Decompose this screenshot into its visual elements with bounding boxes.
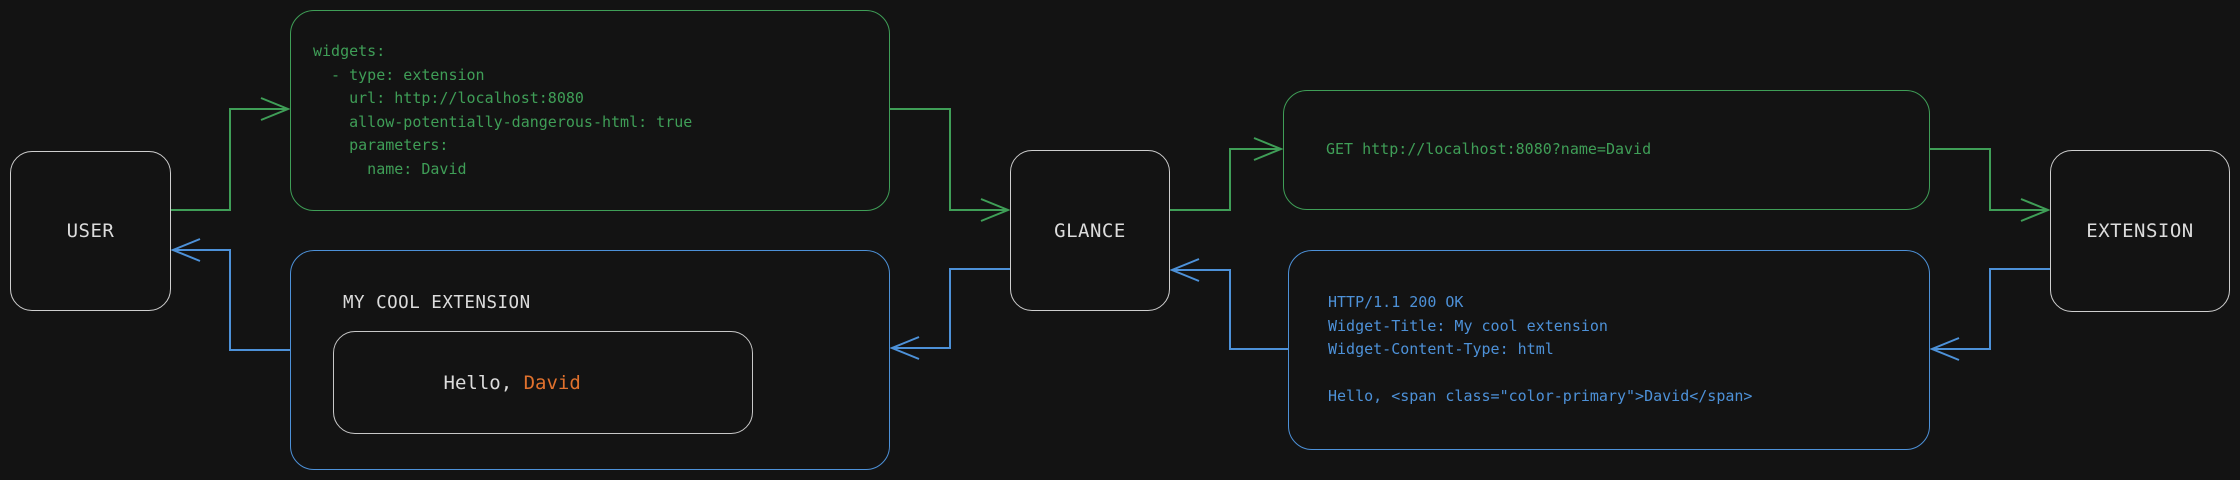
user-node: USER [10,151,171,311]
arrowhead-glance-to-request [1253,137,1284,161]
arrowhead-extension-to-response [1929,337,1960,361]
rendered-widget-box: MY COOL EXTENSION Hello, David [290,250,890,470]
user-node-label: USER [66,220,115,242]
arrow-glance-to-request [1170,148,1281,211]
config-line: allow-potentially-dangerous-html: true [313,112,693,131]
config-yaml-box: widgets: - type: extension url: http://l… [290,10,890,211]
greeting-prefix: Hello, [443,371,524,394]
arrow-glance-to-widget [892,268,1010,349]
glance-node-label: GLANCE [1054,219,1126,242]
config-line: - type: extension [313,65,485,84]
extension-node-label: EXTENSION [2086,220,2194,242]
arrowhead-user-to-config [260,97,291,121]
response-line: Hello, <span class="color-primary">David… [1328,387,1753,405]
arrow-request-to-extension [1930,148,2048,211]
extension-node: EXTENSION [2050,150,2230,312]
arrow-config-to-glance [890,108,1008,211]
response-line: HTTP/1.1 200 OK [1328,293,1464,311]
config-line: parameters: [313,136,449,154]
arrow-extension-to-response [1932,268,2050,350]
response-line [1328,362,1929,386]
greeting-name: David [523,371,581,394]
arrowhead-request-to-extension [2020,198,2051,222]
http-response-box: HTTP/1.1 200 OK Widget-Title: My cool ex… [1288,250,1930,450]
http-request-box: GET http://localhost:8080?name=David [1283,90,1930,210]
config-line: widgets: [313,42,386,60]
arrow-response-to-glance [1172,269,1288,350]
arrow-user-to-config [171,108,288,211]
arrowhead-widget-to-user [170,238,201,262]
config-line: name: David [313,159,467,178]
config-line: url: http://localhost:8080 [313,89,584,107]
glance-node: GLANCE [1010,150,1170,311]
widget-greeting: Hello, David [352,350,581,416]
arrowhead-glance-to-widget [889,336,920,360]
response-line: Widget-Content-Type: html [1328,340,1554,358]
widget-title: MY COOL EXTENSION [343,293,531,313]
arrowhead-response-to-glance [1169,258,1200,282]
arrowhead-config-to-glance [980,198,1011,222]
request-line: GET http://localhost:8080?name=David [1326,140,1652,159]
widget-greeting-box: Hello, David [333,331,753,434]
response-line: Widget-Title: My cool extension [1328,316,1608,335]
arrow-widget-to-user [173,249,290,351]
